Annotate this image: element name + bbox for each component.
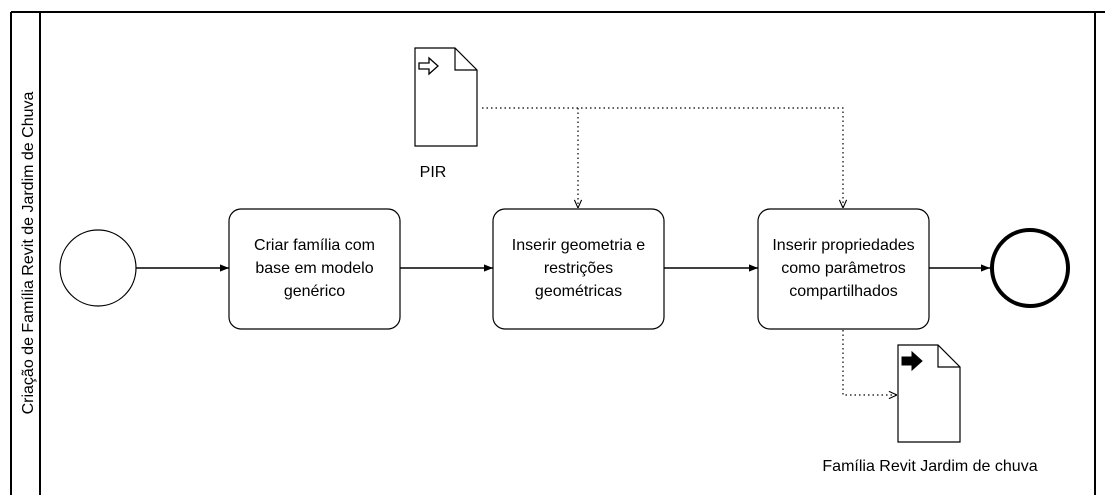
input-arrow-icon (418, 56, 439, 76)
data-association (482, 107, 843, 208)
task-label-line: Inserir geometria e (512, 237, 645, 254)
task-criar-familia[interactable]: Criar família com base em modelo genéric… (228, 208, 401, 330)
task-inserir-geometria[interactable]: Inserir geometria e restrições geométric… (492, 208, 665, 330)
pir-label: PIR (420, 164, 447, 181)
task-label-line: genérico (284, 283, 345, 300)
output-arrow-icon (901, 350, 923, 372)
end-event[interactable] (990, 228, 1070, 308)
task-label-line: Criar família com (254, 237, 375, 254)
task-label-line: geométricas (535, 283, 622, 300)
data-association (842, 330, 897, 395)
data-associations (482, 107, 897, 395)
task-label-line: compartilhados (789, 283, 898, 300)
data-output-familia[interactable] (897, 344, 961, 443)
pool (10, 11, 1105, 495)
task-label-line: base em modelo (255, 260, 373, 277)
task-label-line: restrições (544, 260, 613, 277)
task-label-line: como parâmetros (781, 260, 906, 277)
start-event[interactable] (59, 229, 137, 307)
output-label: Família Revit Jardim de chuva (822, 458, 1037, 475)
data-input-pir[interactable] (414, 47, 478, 147)
lane-label: Criação de Família Revit de Jardim de Ch… (20, 92, 37, 415)
task-inserir-propriedades[interactable]: Inserir propriedades como parâmetros com… (757, 208, 930, 330)
task-label-line: Inserir propriedades (772, 237, 914, 254)
